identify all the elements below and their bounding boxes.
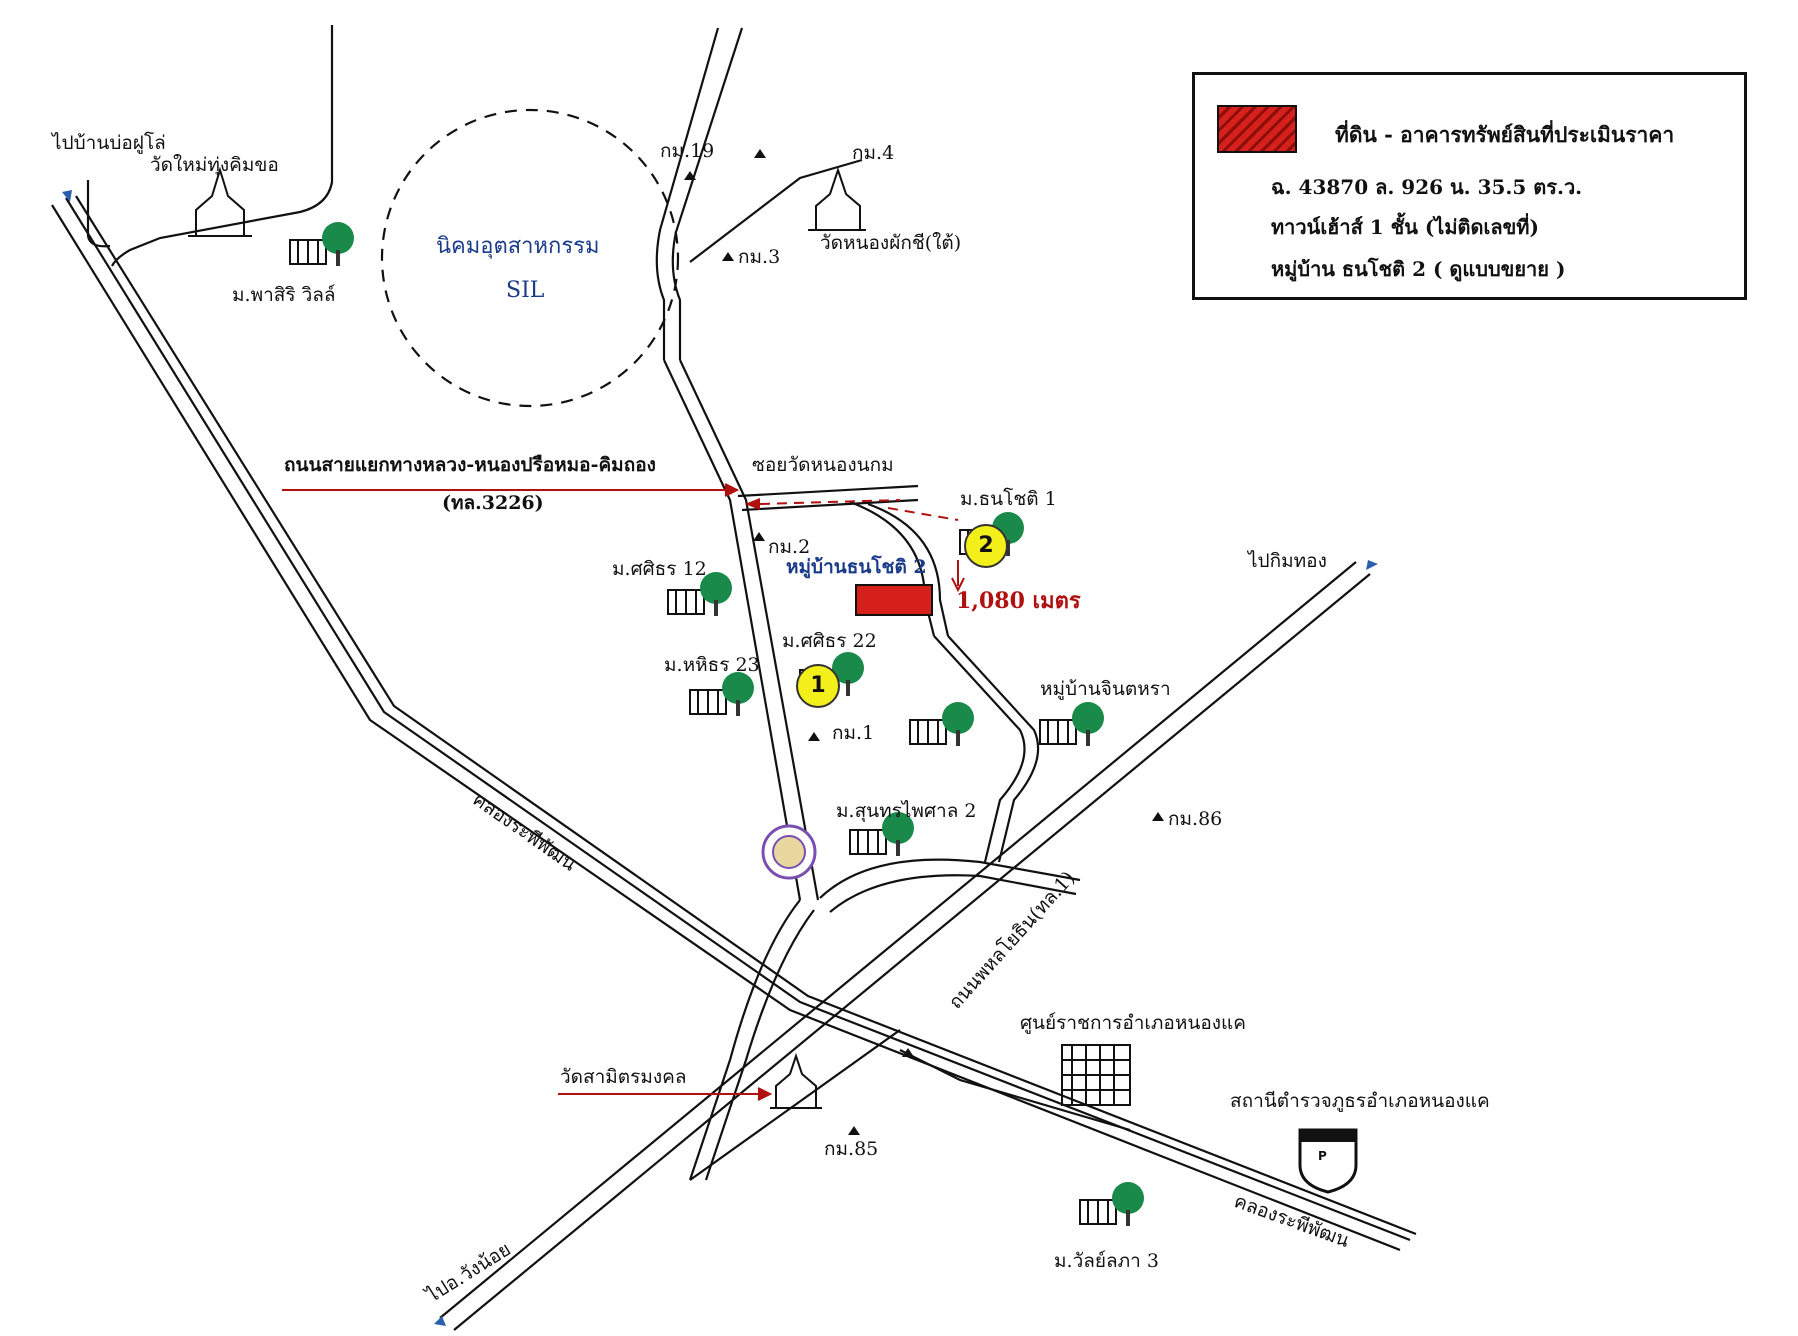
- label-village-jin: หมู่บ้านจินตหรา: [1040, 678, 1171, 700]
- label-m-sithon23: ม.หหิธร 23: [664, 654, 760, 676]
- road-main-east: [679, 359, 820, 901]
- legend-deed: ฉ. 43870 ล. 926 น. 35.5 ตร.ว.: [1271, 175, 1583, 199]
- roundabout-north-b: [829, 874, 1077, 913]
- arrow-icon: [1366, 560, 1378, 570]
- sil-boundary: [380, 108, 680, 408]
- label-soi-wat: ซอยวัดหนองนกม: [752, 454, 894, 476]
- arrow-icon: [62, 190, 72, 202]
- roundabout-north: [819, 858, 1081, 899]
- soi-road-b: [741, 498, 919, 512]
- village-icon: [289, 222, 354, 266]
- village-icon: [909, 702, 974, 746]
- km-marker-icon: [754, 149, 766, 158]
- label-m-sunthorn: ม.สุนทรไพศาล 2: [836, 800, 977, 822]
- village-icon: [689, 672, 754, 716]
- km-marker-icon: [1152, 812, 1164, 821]
- marker-1: 1: [796, 664, 840, 708]
- km-marker-icon: [808, 732, 820, 741]
- village-icon: [849, 812, 914, 856]
- legend-title: ที่ดิน - อาคารทรัพย์สินที่ประเมินราคา: [1335, 122, 1675, 147]
- soi-road-a: [737, 484, 919, 498]
- arrow-icon: [434, 1316, 446, 1326]
- label-km3: กม.3: [738, 246, 781, 268]
- label-km86: กม.86: [1168, 808, 1223, 830]
- label-to-ban-bo: ไปบ้านบ่อฝูโล่: [52, 132, 166, 154]
- label-wat-nong: วัดหนองผักชี(ใต้): [820, 232, 962, 254]
- road-north-a: [655, 27, 720, 360]
- label-road-code: (ทล.3226): [442, 492, 544, 514]
- temple-icon: [188, 166, 866, 1109]
- label-to-kim: ไปกิมทอง: [1248, 550, 1327, 572]
- label-m-phasiri: ม.พาสิริ วิลล์: [232, 284, 336, 306]
- road-south-b: [704, 909, 815, 1181]
- village-icon: [667, 572, 732, 616]
- label-police: สถานีตำรวจภูธรอำเภอหนองแค: [1230, 1090, 1490, 1112]
- highway-b: [453, 573, 1371, 1331]
- police-sign-letter: P: [1318, 1149, 1327, 1163]
- km-marker-icon: [848, 1126, 860, 1135]
- km-marker-icon: [902, 1048, 914, 1057]
- label-m-sithon22: ม.ศศิธร 22: [782, 630, 877, 652]
- road-south-link: [689, 1029, 901, 1181]
- label-village2: หมู่บ้านธนโชติ 2: [786, 556, 927, 578]
- label-sil: SIL: [506, 278, 545, 303]
- village-icon: [1039, 702, 1104, 746]
- label-industrial: นิคมอุตสาหกรรม: [436, 234, 600, 259]
- label-km2: กม.2: [768, 536, 811, 558]
- label-govt-center: ศูนย์ราชการอำเภอหนองแค: [1020, 1012, 1246, 1034]
- label-m-thanachot1: ม.ธนโชติ 1: [960, 488, 1057, 510]
- canal-left-c: [75, 195, 1417, 1236]
- label-distance: 1,080 เมตร: [956, 588, 1081, 614]
- route-dash: [759, 499, 901, 505]
- canal-left-a: [51, 204, 1401, 1252]
- legend-box: ที่ดิน - อาคารทรัพย์สินที่ประเมินราคา ฉ.…: [1192, 72, 1747, 300]
- label-wat-samit: วัดสามิตรมงคล: [560, 1066, 687, 1088]
- road-ban-bo: [86, 180, 111, 248]
- road-south-a: [688, 899, 801, 1181]
- legend-village: หมู่บ้าน ธนโชติ 2 ( ดูแบบขยาย ): [1271, 257, 1566, 281]
- road-east-a: [899, 1049, 1131, 1132]
- label-km85: กม.85: [824, 1138, 879, 1160]
- label-m-sithon12: ม.ศศิธร 12: [612, 558, 707, 580]
- road-north-b: [671, 27, 744, 360]
- km-marker-icon: [753, 532, 765, 541]
- label-km19: กม.19: [660, 140, 715, 162]
- property-block: [855, 584, 933, 616]
- legend-building: ทาวน์เฮ้าส์ 1 ชั้น (ไม่ติดเลขที่): [1271, 215, 1539, 239]
- label-km1: กม.1: [832, 722, 875, 744]
- road-jinta-b: [947, 635, 1040, 863]
- canal-left-b: [65, 197, 1411, 1242]
- label-m-wanlapa: ม.วัลย์ลภา 3: [1054, 1250, 1159, 1272]
- label-km4: กม.4: [852, 142, 895, 164]
- km-marker-icon: [684, 171, 696, 180]
- road-main-west: [663, 359, 802, 901]
- seal-icon: [761, 824, 817, 880]
- label-wat-mai: วัดใหม่ทุ่งคิมขอ: [150, 154, 279, 176]
- label-road-name: ถนนสายแยกทางหลวง-หนองปรือหมอ-คิมถอง: [284, 454, 656, 476]
- legend-swatch: [1217, 105, 1297, 153]
- road-jinta-a: [933, 635, 1026, 863]
- soi-branch-b: [867, 502, 950, 637]
- highway-a: [439, 561, 1357, 1319]
- km-marker-icon: [722, 252, 734, 261]
- village-icon: [1079, 1182, 1144, 1226]
- building-icon: [1061, 1044, 1131, 1106]
- police-station-icon: [1298, 1128, 1358, 1194]
- marker-2: 2: [964, 524, 1008, 568]
- road-km4: [689, 158, 863, 263]
